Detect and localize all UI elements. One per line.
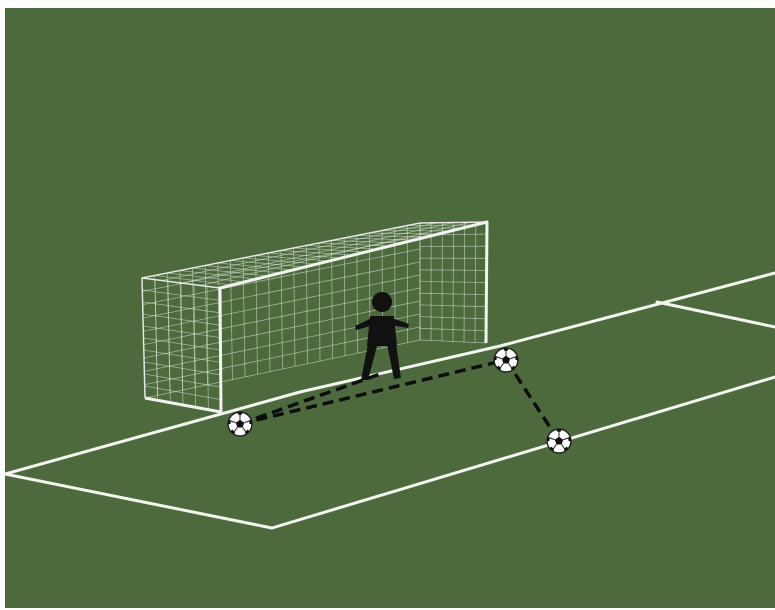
soccer-ball-icon bbox=[494, 348, 518, 372]
soccer-ball-icon bbox=[228, 412, 252, 436]
soccer-ball-icon bbox=[547, 429, 571, 453]
